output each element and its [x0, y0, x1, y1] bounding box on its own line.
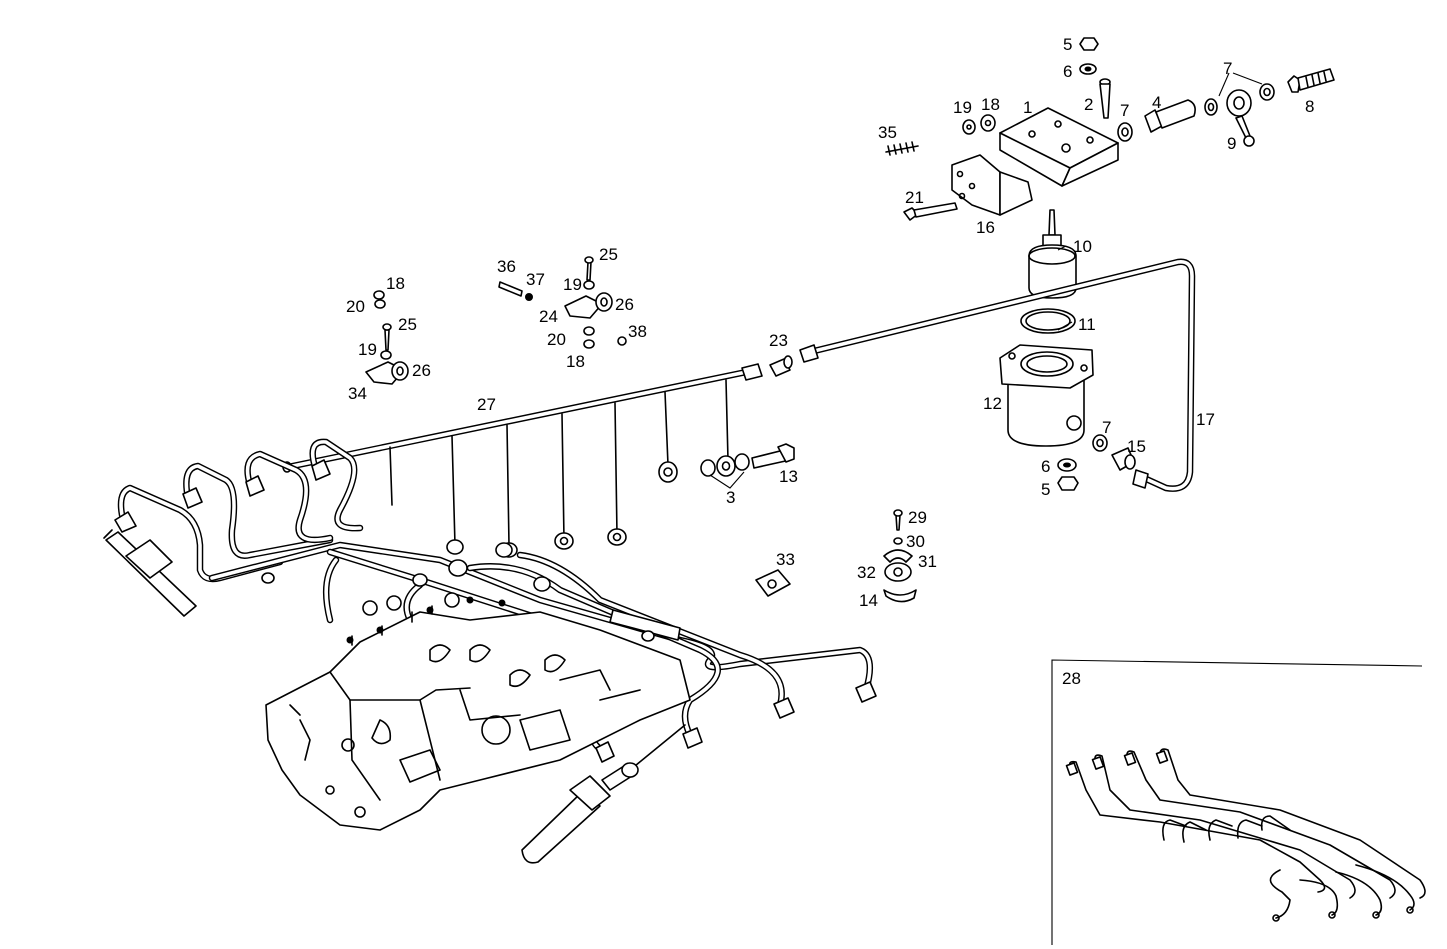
label-7: 7 — [1223, 59, 1232, 78]
leader-7 — [1232, 72, 1263, 85]
label-12: 12 — [983, 394, 1002, 413]
label-25: 25 — [398, 315, 417, 334]
label-33: 33 — [776, 550, 795, 569]
label-26: 26 — [412, 361, 431, 380]
label-15: 15 — [1127, 437, 1146, 456]
leak-off-rail-27 — [282, 363, 763, 558]
plug-5b — [1057, 476, 1079, 491]
label-17: 17 — [1196, 410, 1215, 429]
label-19: 19 — [358, 340, 377, 359]
label-21: 21 — [905, 188, 924, 207]
inset-label-28: 28 — [1062, 669, 1081, 688]
clamp-group-34 — [365, 290, 409, 385]
label-26: 26 — [615, 295, 634, 314]
label-20: 20 — [346, 297, 365, 316]
label-23: 23 — [769, 331, 788, 350]
bracket-16 — [951, 154, 1033, 216]
bolt-21 — [903, 202, 958, 221]
washer-6b — [1057, 458, 1077, 472]
washer-18a — [980, 114, 996, 132]
label-18: 18 — [386, 274, 405, 293]
label-27: 27 — [477, 395, 496, 414]
label-14: 14 — [859, 591, 878, 610]
label-34: 34 — [348, 384, 367, 403]
banjo-9 — [1226, 89, 1255, 147]
label-10: 10 — [1073, 237, 1092, 256]
label-18: 18 — [566, 352, 585, 371]
clamp-parts-29-32 — [883, 509, 917, 603]
label-1: 1 — [1023, 98, 1032, 117]
injector-left — [103, 529, 197, 617]
label-5: 5 — [1063, 35, 1072, 54]
filter-head-1 — [999, 107, 1119, 187]
label-24: 24 — [539, 307, 558, 326]
label-19: 19 — [563, 275, 582, 294]
leader-3 — [709, 471, 745, 489]
label-6: 6 — [1063, 62, 1072, 81]
label-9: 9 — [1227, 134, 1236, 153]
bolt-2 — [1099, 78, 1111, 119]
washer-19a — [962, 119, 976, 135]
stud-35 — [885, 141, 919, 156]
injector-lower — [521, 724, 686, 864]
inset-28: 28 — [1051, 659, 1426, 945]
clamp-group-24 — [498, 256, 627, 349]
label-7: 7 — [1120, 101, 1129, 120]
label-30: 30 — [906, 532, 925, 551]
label-6: 6 — [1041, 457, 1050, 476]
leader-lines — [1057, 245, 1073, 331]
washer-7c — [1259, 83, 1275, 101]
seal-ring-11 — [1020, 308, 1076, 334]
label-3: 3 — [726, 488, 735, 507]
label-20: 20 — [547, 330, 566, 349]
banjo-3 — [700, 453, 750, 477]
label-5: 5 — [1041, 480, 1050, 499]
washer-6a — [1079, 63, 1097, 75]
label-38: 38 — [628, 322, 647, 341]
injection-pump — [265, 542, 691, 831]
washer-7b — [1204, 98, 1218, 116]
part-labels: 5 6 19 18 1 2 7 4 7 8 9 35 21 16 10 11 1… — [346, 35, 1314, 610]
filter-cartridge-10 — [1028, 209, 1077, 299]
fitting-4 — [1144, 99, 1196, 133]
label-29: 29 — [908, 508, 927, 527]
label-4: 4 — [1152, 93, 1161, 112]
label-32: 32 — [857, 563, 876, 582]
washer-7d — [1092, 434, 1108, 452]
bolt-8 — [1287, 68, 1335, 93]
label-11: 11 — [1078, 315, 1096, 334]
label-16: 16 — [976, 218, 995, 237]
connector-23 — [769, 355, 793, 377]
label-18: 18 — [981, 95, 1000, 114]
plug-5a — [1079, 37, 1099, 51]
label-36: 36 — [497, 257, 516, 276]
label-25: 25 — [599, 245, 618, 264]
pipe-17 — [799, 258, 1196, 492]
label-37: 37 — [526, 270, 545, 289]
label-13: 13 — [779, 467, 798, 486]
bolt-13 — [751, 443, 795, 469]
clamp-block-33 — [755, 569, 791, 597]
label-35: 35 — [878, 123, 897, 142]
washer-7a — [1117, 122, 1133, 142]
filter-bowl-12 — [999, 344, 1094, 447]
label-2: 2 — [1084, 95, 1093, 114]
label-8: 8 — [1305, 97, 1314, 116]
label-19: 19 — [953, 98, 972, 117]
fitting-15 — [1111, 447, 1136, 471]
label-31: 31 — [918, 552, 937, 571]
label-7: 7 — [1102, 418, 1111, 437]
leader-7b — [1218, 72, 1230, 97]
